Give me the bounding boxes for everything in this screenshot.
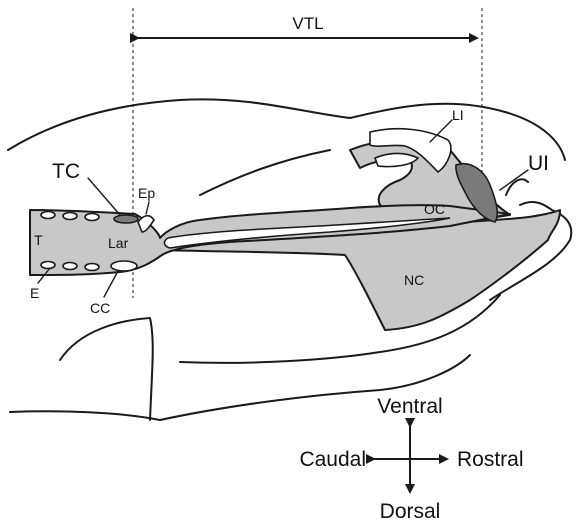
- label-caudal: Caudal: [299, 448, 366, 471]
- label-tc: TC: [52, 160, 80, 183]
- cheek-contour: [60, 318, 153, 420]
- label-ventral: Ventral: [377, 395, 442, 418]
- label-dorsal: Dorsal: [380, 500, 441, 523]
- label-li: LI: [452, 107, 464, 123]
- upper-lip-fold: [200, 150, 330, 195]
- ring: [41, 212, 55, 219]
- label-ui: UI: [528, 152, 549, 175]
- ring: [85, 264, 99, 271]
- ep-leader: [146, 202, 149, 214]
- label-cc: CC: [90, 300, 110, 316]
- upper-head-contour: [8, 99, 565, 160]
- vtl-label: VTL: [292, 14, 323, 33]
- ring: [63, 213, 77, 220]
- ring: [63, 263, 77, 270]
- orientation-compass: Ventral Dorsal Caudal Rostral: [299, 395, 523, 523]
- ring: [41, 262, 55, 269]
- label-t: T: [34, 232, 43, 248]
- ring: [85, 214, 99, 221]
- tracheal-rings-upper: [41, 212, 99, 221]
- label-rostral: Rostral: [457, 448, 524, 471]
- thyroid-cartilage: [114, 215, 138, 223]
- label-ep: Ep: [138, 185, 155, 201]
- label-lar: Lar: [108, 235, 129, 251]
- cc-leader: [104, 271, 118, 297]
- label-e: E: [30, 285, 39, 301]
- label-nc: NC: [404, 272, 424, 288]
- upper-incisor-tip: [506, 179, 528, 195]
- tc-leader: [88, 178, 120, 215]
- label-oc: OC: [424, 201, 445, 217]
- cricoid-cartilage: [111, 261, 137, 271]
